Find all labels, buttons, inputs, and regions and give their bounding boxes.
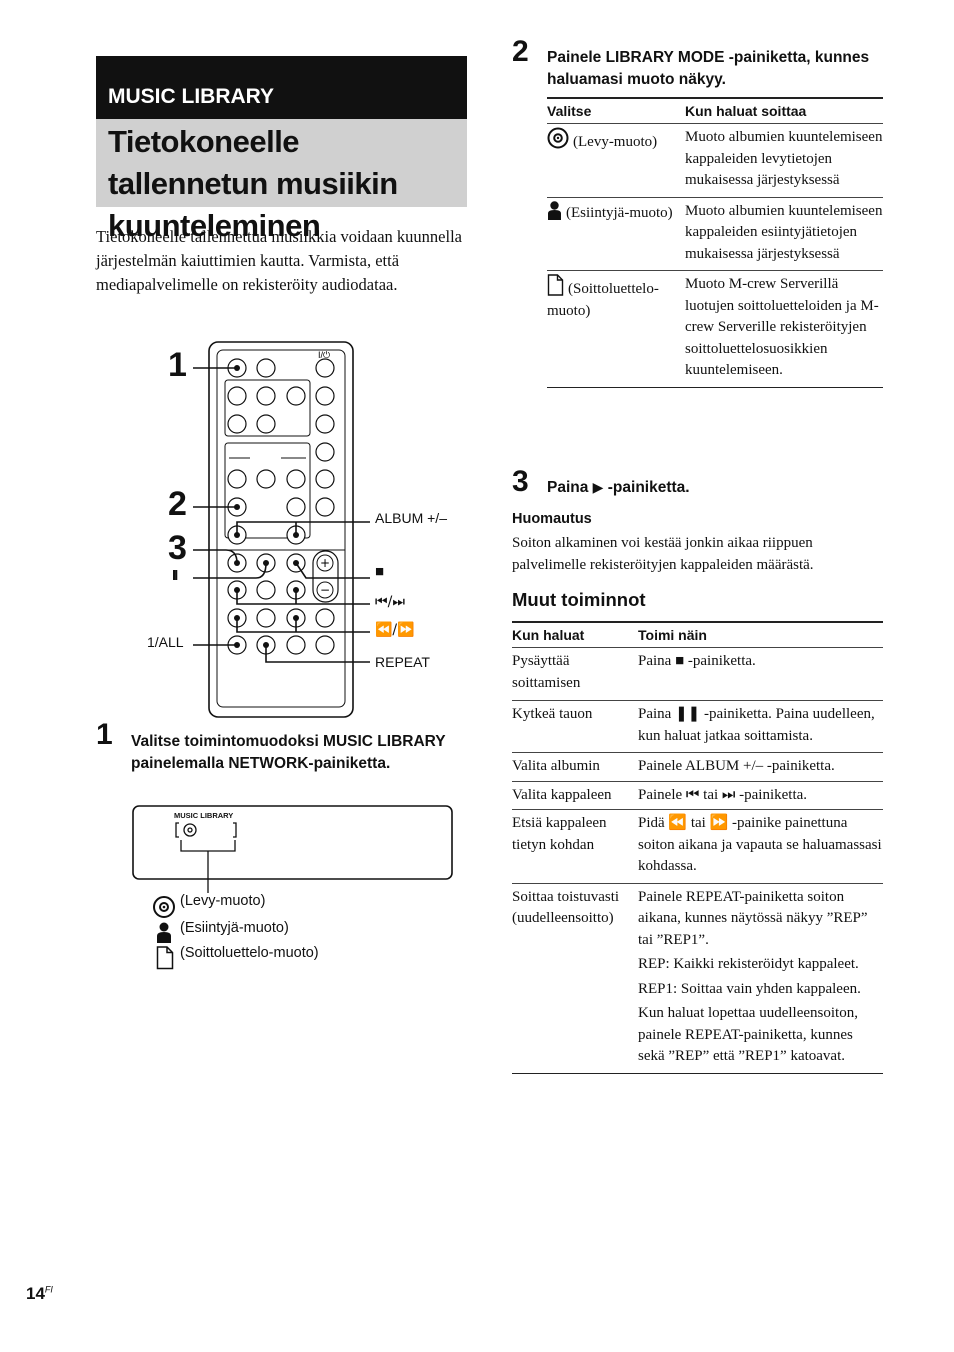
table-row: Soittaa toistuvasti (uudelleensoitto) Pa…	[512, 883, 883, 1074]
document-icon	[547, 274, 564, 296]
page-language: FI	[44, 1284, 53, 1295]
note-text: Soiton alkaminen voi kestää jonkin aikaa…	[512, 535, 814, 573]
table-row: Kytkeä tauon Paina ❚❚ -painiketta. Paina…	[512, 700, 883, 753]
do-cell: Pidä ⏪ tai ⏩ -painike painettuna soiton …	[638, 809, 883, 884]
step2-number: 2	[512, 35, 529, 68]
play-icon: ▶	[592, 480, 604, 496]
do-cell: Painele ⏮ tai ⏭ -painiketta.	[638, 781, 883, 810]
mode-name: (Soittoluettelo-muoto)	[547, 281, 659, 319]
legend-disc: (Levy-muoto)	[180, 893, 266, 909]
power-label: I/⏻	[318, 350, 330, 360]
other-functions-table: Kun haluat Toimi näin Pysäyttää soittami…	[512, 621, 883, 1074]
col-header-desc: Kun haluat soittaa	[685, 97, 883, 124]
mode-name: (Levy-muoto)	[573, 134, 658, 150]
step1-text: Valitse toimintomuodoksi MUSIC LIBRARY p…	[131, 733, 446, 772]
callout-2: 2	[168, 485, 187, 523]
want-cell: Kytkeä tauon	[512, 700, 638, 753]
want-cell: Etsiä kappaleen tietyn kohdan	[512, 809, 638, 884]
section-title: MUSIC LIBRARY	[108, 85, 275, 108]
intro-paragraph: Tietokoneelle tallennettua musiikkia voi…	[96, 227, 462, 294]
col-header-want: Kun haluat	[512, 621, 638, 648]
step3-text: Paina ▶ -painiketta.	[547, 477, 690, 499]
mode-table: Valitse Kun haluat soittaa (Levy-muoto) …	[547, 97, 883, 388]
table-row: (Soittoluettelo-muoto) Muoto M-crew Serv…	[547, 270, 883, 388]
repeat-cancel: Kun haluat lopettaa uudelleensoiton, pai…	[638, 1005, 858, 1064]
step3-text-after: -painiketta.	[607, 479, 690, 496]
note-title: Huomautus	[512, 511, 592, 527]
page-number: 14FI	[26, 1284, 53, 1304]
callout-pause: II	[172, 567, 179, 584]
step1-number: 1	[96, 718, 113, 751]
do-cell: Painele REPEAT-painiketta soiton aikana,…	[638, 883, 883, 1074]
label-rew-ff: ⏪/⏩	[375, 622, 415, 638]
volume-rocker	[312, 550, 339, 603]
label-all: 1/ALL	[147, 634, 184, 650]
callout-3: 3	[168, 529, 187, 567]
want-cell: Valita albumin	[512, 752, 638, 782]
svg-text:−: −	[320, 583, 330, 597]
table-header-row: Valitse Kun haluat soittaa	[547, 97, 883, 124]
person-icon	[548, 200, 561, 220]
mode-desc: Muoto M-crew Serverillä luotujen soittol…	[685, 276, 879, 378]
remote-diagram: + − I/⏻	[193, 341, 370, 718]
svg-text:+: +	[320, 556, 330, 570]
step3-number: 3	[512, 465, 529, 498]
mode-desc: Muoto albumien kuuntelemiseen kappaleide…	[685, 202, 883, 262]
page-number-value: 14	[26, 1284, 45, 1303]
repeat-rep1: REP1: Soittaa vain yhden kappaleen.	[638, 980, 861, 997]
col-header-select: Valitse	[547, 97, 685, 124]
step2-text: Painele LIBRARY MODE -painiketta, kunnes…	[547, 49, 870, 88]
table-row: Etsiä kappaleen tietyn kohdan Pidä ⏪ tai…	[512, 809, 883, 884]
disc-icon	[153, 896, 175, 918]
col-header-do: Toimi näin	[638, 621, 883, 648]
section-header: MUSIC LIBRARY	[96, 56, 467, 119]
mode-desc: Muoto albumien kuuntelemiseen kappaleide…	[685, 129, 883, 188]
label-prev-next: ⏮/⏭	[375, 594, 405, 610]
legend-person: (Esiintyjä-muoto)	[180, 920, 289, 936]
table-row: (Esiintyjä-muoto) Muoto albumien kuuntel…	[547, 197, 883, 271]
document-icon	[156, 946, 174, 970]
table-header-row: Kun haluat Toimi näin	[512, 621, 883, 648]
table-row: Pysäyttää soittamisen Paina ■ -painikett…	[512, 647, 883, 701]
disc-icon	[547, 127, 569, 149]
display-mode-label: MUSIC LIBRARY	[174, 811, 234, 820]
person-icon	[157, 922, 171, 943]
do-cell: Paina ❚❚ -painiketta. Paina uudelleen, k…	[638, 700, 883, 753]
step3-text-before: Paina	[547, 479, 589, 496]
want-cell: Pysäyttää soittamisen	[512, 647, 638, 701]
display-panel	[132, 805, 453, 893]
want-cell: Valita kappaleen	[512, 781, 638, 810]
label-repeat: REPEAT	[375, 654, 430, 670]
label-stop: ■	[375, 563, 385, 580]
table-row: (Levy-muoto) Muoto albumien kuuntelemise…	[547, 123, 883, 198]
table-row: Valita kappaleen Painele ⏮ tai ⏭ -painik…	[512, 781, 883, 810]
do-cell: Paina ■ -painiketta.	[638, 647, 883, 701]
legend-document: (Soittoluettelo-muoto)	[180, 945, 319, 961]
remote-buttons	[227, 358, 335, 655]
do-cell: Painele ALBUM +/– -painiketta.	[638, 752, 883, 782]
want-cell: Soittaa toistuvasti (uudelleensoitto)	[512, 883, 638, 1074]
label-album: ALBUM +/–	[375, 510, 447, 526]
page-title: Tietokoneelle tallennetun musiikin kuunt…	[108, 124, 398, 243]
repeat-rep: REP: Kaikki rekisteröidyt kappaleet.	[638, 956, 859, 972]
other-functions-title: Muut toiminnot	[512, 589, 646, 610]
page-title-box: Tietokoneelle tallennetun musiikin kuunt…	[96, 119, 467, 243]
mode-name: (Esiintyjä-muoto)	[566, 204, 673, 221]
callout-1: 1	[168, 346, 187, 384]
table-row: Valita albumin Painele ALBUM +/– -painik…	[512, 752, 883, 782]
repeat-instruction: Painele REPEAT-painiketta soiton aikana,…	[638, 888, 868, 948]
